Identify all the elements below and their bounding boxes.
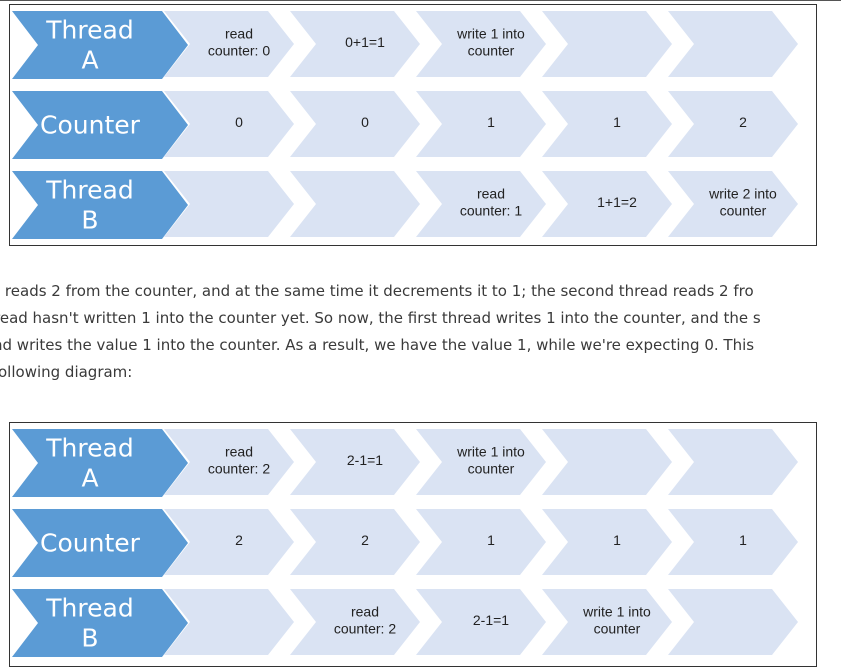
timeline-step xyxy=(164,429,294,495)
row-header-chevron xyxy=(12,11,188,79)
timeline-step-label: 1 xyxy=(487,114,495,130)
timeline-step xyxy=(542,509,672,575)
timeline-step-label: counter: 2 xyxy=(208,460,270,476)
timeline-step-label: write 1 into xyxy=(456,444,525,460)
timeline-step-label: write 1 into xyxy=(582,604,651,620)
timeline-step-label: read xyxy=(477,186,505,202)
row-header-chevron xyxy=(12,589,188,657)
timeline-step-label: counter xyxy=(594,620,641,636)
timeline-step xyxy=(290,91,420,157)
timeline-step xyxy=(542,589,672,655)
timeline-step xyxy=(668,509,798,575)
timeline-step-label: 1 xyxy=(487,532,495,548)
timeline-step-label: write 1 into xyxy=(456,26,525,42)
timeline-step xyxy=(542,91,672,157)
paragraph-line: l reads 2 from the counter, and at the s… xyxy=(0,282,754,300)
row-header-label: Counter xyxy=(40,111,141,140)
timeline-step xyxy=(668,589,798,655)
top-divider xyxy=(0,0,841,1)
timeline-step xyxy=(668,429,798,495)
timeline-step xyxy=(290,509,420,575)
timeline-step xyxy=(164,11,294,77)
timeline-step-label: 1 xyxy=(613,114,621,130)
row-header-label: B xyxy=(81,206,98,235)
timeline-step-label: counter: 0 xyxy=(208,42,270,58)
timeline-step-label: 2-1=1 xyxy=(347,452,383,468)
timeline-step-label: 1 xyxy=(739,532,747,548)
row-header-label: Thread xyxy=(45,16,133,45)
row-header-label: Counter xyxy=(40,529,141,558)
timeline-step-label: 1+1=2 xyxy=(597,194,637,210)
timeline-step-label: counter xyxy=(720,202,767,218)
timeline-step xyxy=(290,11,420,77)
timeline-step xyxy=(416,91,546,157)
row-header-label: Thread xyxy=(45,434,133,463)
row-header-chevron xyxy=(12,171,188,239)
timeline-step-label: read xyxy=(351,604,379,620)
timeline-step xyxy=(164,509,294,575)
timeline-step-label: 2-1=1 xyxy=(473,612,509,628)
timeline-step xyxy=(542,429,672,495)
timeline-step-label: 2 xyxy=(739,114,747,130)
row-header-label: A xyxy=(81,464,98,493)
timeline-step xyxy=(164,589,294,655)
timeline-step xyxy=(416,11,546,77)
row-header-chevron xyxy=(12,429,188,497)
timeline-step xyxy=(164,91,294,157)
timeline-step xyxy=(542,171,672,237)
timeline-step xyxy=(416,509,546,575)
timeline-step xyxy=(668,171,798,237)
timeline-step xyxy=(290,589,420,655)
timeline-step xyxy=(416,589,546,655)
row-header-label: Thread xyxy=(45,176,133,205)
timeline-step-label: read xyxy=(225,26,253,42)
row-header-label: B xyxy=(81,624,98,653)
paragraph-line: read hasn't written 1 into the counter y… xyxy=(0,309,761,327)
timeline-step xyxy=(668,91,798,157)
row-header-label: Thread xyxy=(45,594,133,623)
timeline-step-label: counter xyxy=(468,42,515,58)
timeline-step-label: read xyxy=(225,444,253,460)
timeline-step xyxy=(164,171,294,237)
timeline-step-label: counter: 1 xyxy=(460,202,522,218)
explanation-paragraph: l reads 2 from the counter, and at the s… xyxy=(0,278,841,386)
paragraph-line: nd writes the value 1 into the counter. … xyxy=(0,336,755,354)
row-header-chevron xyxy=(12,91,188,159)
timeline-step-label: 0 xyxy=(361,114,369,130)
timeline-step-label: 2 xyxy=(235,532,243,548)
timeline-step-label: 2 xyxy=(361,532,369,548)
timeline-step-label: 0 xyxy=(235,114,243,130)
timeline-step-label: 1 xyxy=(613,532,621,548)
paragraph-line: ollowing diagram: xyxy=(0,363,133,381)
timeline-step xyxy=(290,171,420,237)
row-header-chevron xyxy=(12,509,188,577)
timeline-step xyxy=(290,429,420,495)
timeline-step-label: write 2 into xyxy=(708,186,777,202)
timeline-step xyxy=(542,11,672,77)
timeline-step xyxy=(416,429,546,495)
timeline-step xyxy=(416,171,546,237)
timeline-step-label: counter xyxy=(468,460,515,476)
timeline-step xyxy=(668,11,798,77)
timeline-step-label: 0+1=1 xyxy=(345,34,385,50)
row-header-label: A xyxy=(81,46,98,75)
timeline-step-label: counter: 2 xyxy=(334,620,396,636)
